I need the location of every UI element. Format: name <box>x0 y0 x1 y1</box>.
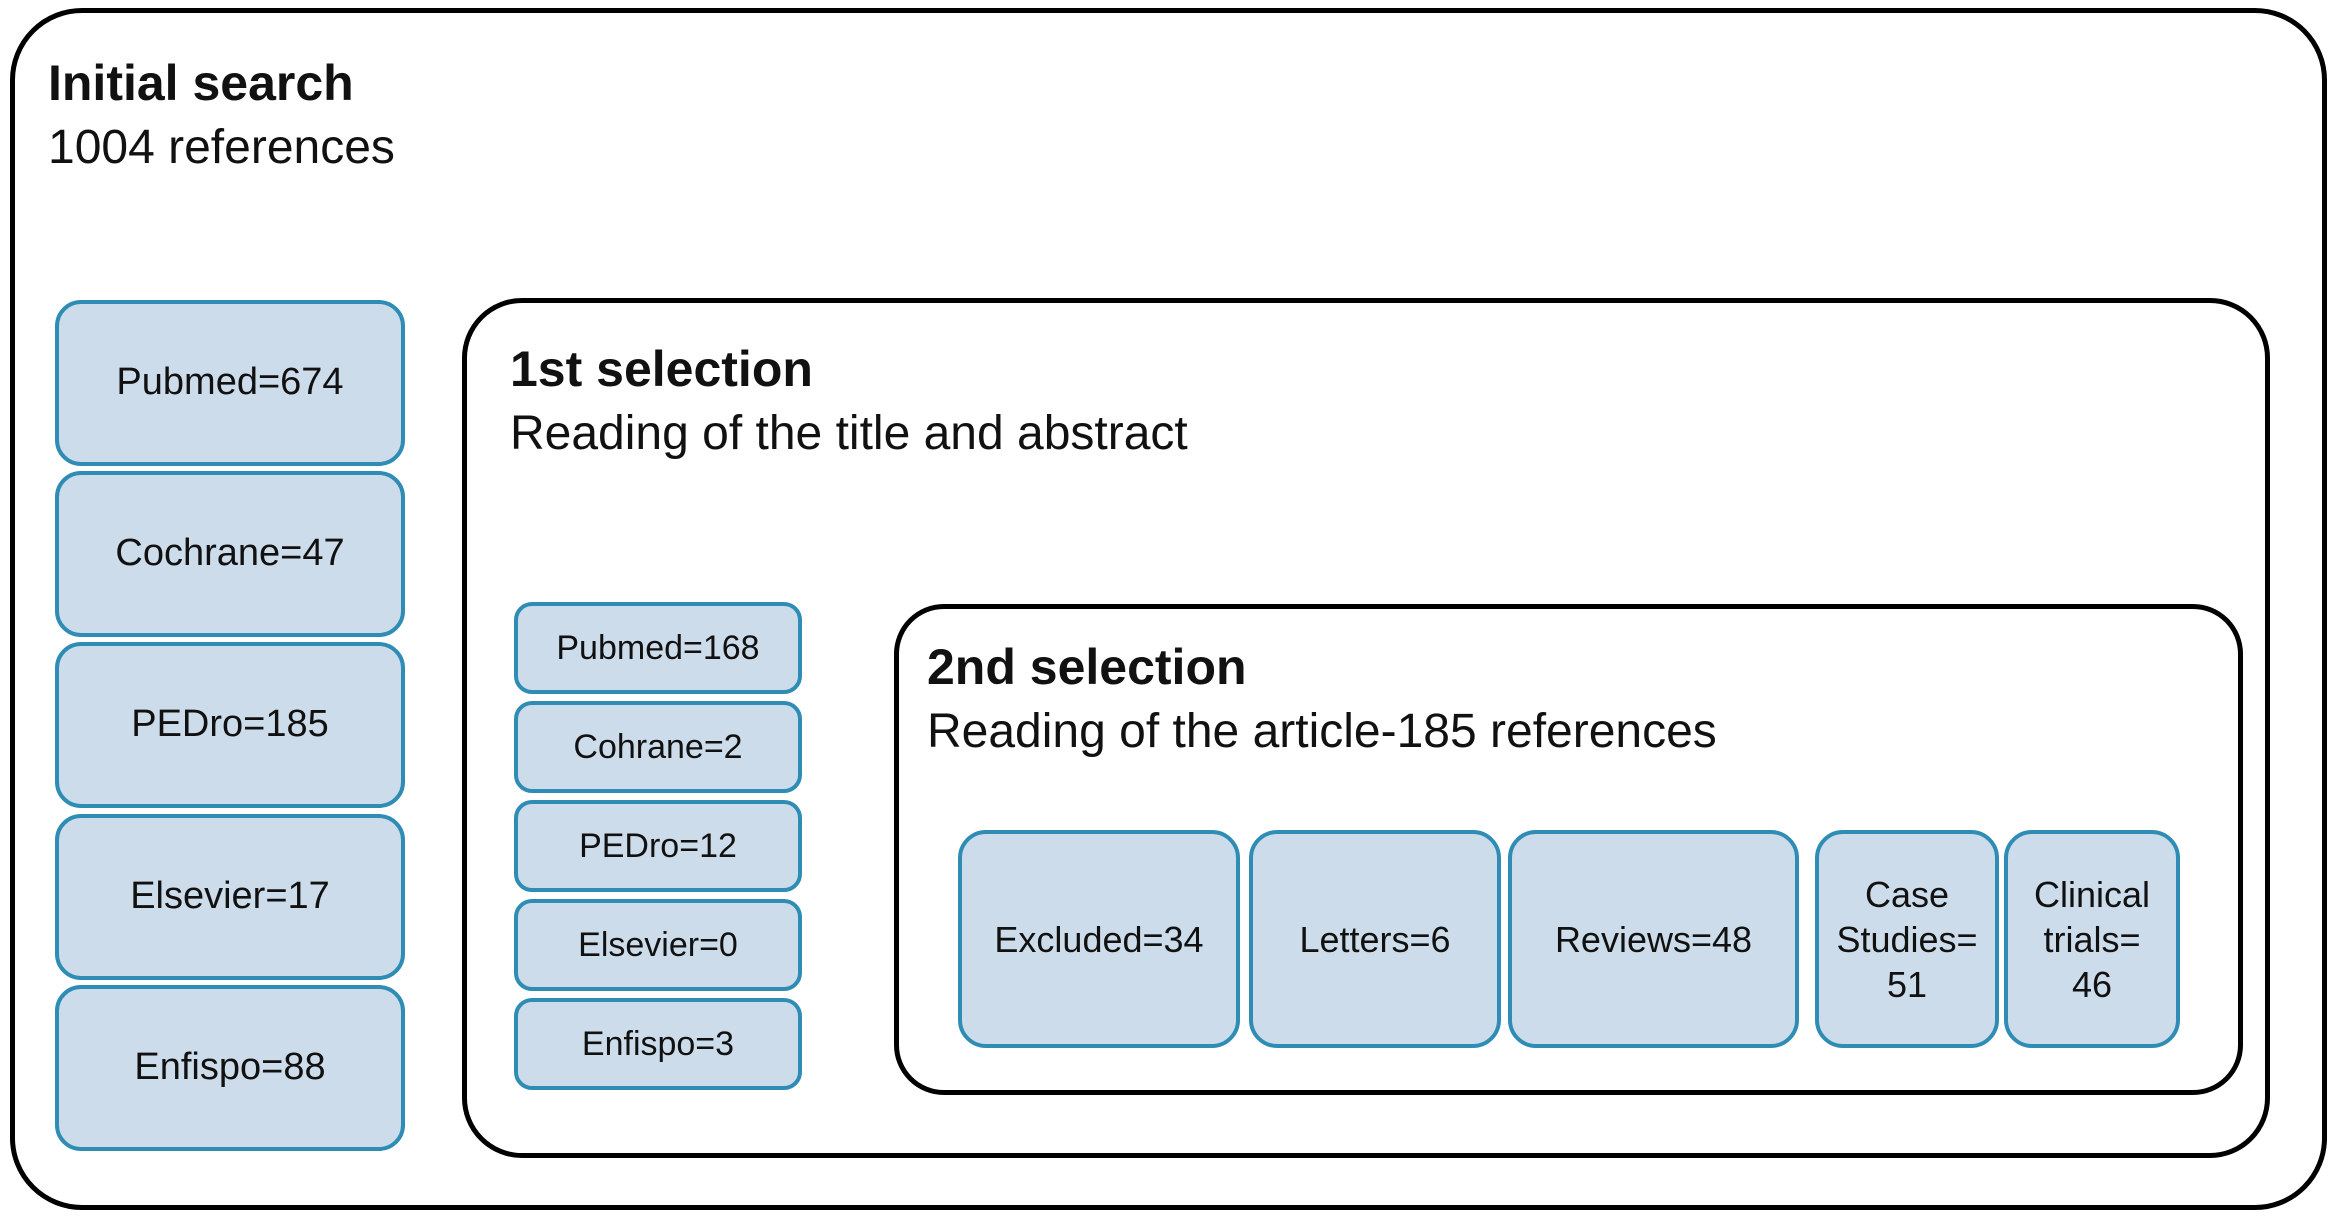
initial-source-pedro: PEDro=185 <box>55 642 405 808</box>
second-selection-title: 2nd selection <box>927 639 1247 695</box>
first-selection-source-cohrane: Cohrane=2 <box>514 701 802 793</box>
second-selection-header: 2nd selection Reading of the article-185… <box>927 634 1717 763</box>
first-selection-source-pedro: PEDro=12 <box>514 800 802 892</box>
initial-source-enfispo: Enfispo=88 <box>55 985 405 1151</box>
initial-source-cochrane: Cochrane=47 <box>55 471 405 637</box>
outcome-clinical-trials: Clinical trials= 46 <box>2004 830 2180 1048</box>
initial-search-container: Initial search 1004 references Pubmed=67… <box>10 8 2327 1210</box>
first-selection-source-enfispo: Enfispo=3 <box>514 998 802 1090</box>
outcome-letters: Letters=6 <box>1249 830 1501 1048</box>
first-selection-source-elsevier: Elsevier=0 <box>514 899 802 991</box>
initial-search-subtitle: 1004 references <box>48 121 395 174</box>
initial-source-elsevier: Elsevier=17 <box>55 814 405 980</box>
outcome-excluded: Excluded=34 <box>958 830 1240 1048</box>
initial-search-header: Initial search 1004 references <box>48 50 395 179</box>
first-selection-subtitle: Reading of the title and abstract <box>510 407 1188 460</box>
first-selection-container: 1st selection Reading of the title and a… <box>462 298 2270 1158</box>
initial-source-pubmed: Pubmed=674 <box>55 300 405 466</box>
second-selection-subtitle: Reading of the article-185 references <box>927 705 1717 758</box>
first-selection-title: 1st selection <box>510 341 813 397</box>
outcome-reviews: Reviews=48 <box>1508 830 1799 1048</box>
initial-search-title: Initial search <box>48 55 354 111</box>
second-selection-container: 2nd selection Reading of the article-185… <box>894 604 2243 1095</box>
first-selection-header: 1st selection Reading of the title and a… <box>510 336 1188 465</box>
first-selection-source-pubmed: Pubmed=168 <box>514 602 802 694</box>
outcome-case-studies: Case Studies= 51 <box>1815 830 1999 1048</box>
